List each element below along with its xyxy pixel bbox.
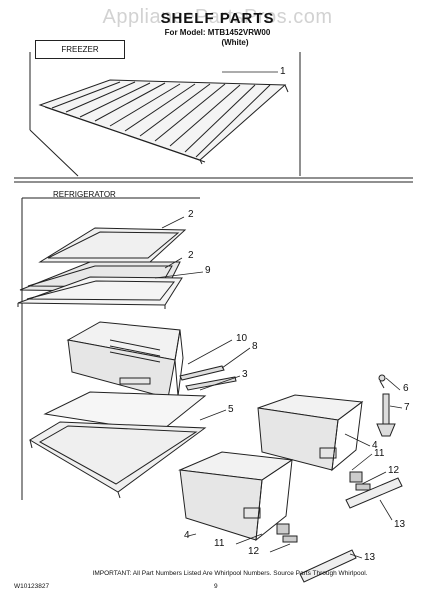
callout-2a: 2 bbox=[188, 209, 194, 220]
callout-10: 10 bbox=[236, 333, 248, 344]
refrigerator-section-label: REFRIGERATOR bbox=[53, 190, 116, 199]
callout-4a: 4 bbox=[372, 440, 378, 451]
callout-9: 9 bbox=[205, 265, 211, 276]
callout-12a: 12 bbox=[388, 465, 400, 476]
callout-leaders bbox=[154, 71, 403, 559]
callout-6: 6 bbox=[403, 383, 409, 394]
drawer-rods bbox=[299, 477, 403, 583]
freezer-divider bbox=[14, 177, 413, 183]
callout-3: 3 bbox=[242, 369, 248, 380]
crisper-cover-frame bbox=[29, 421, 207, 499]
page-title: SHELF PARTS bbox=[160, 10, 275, 27]
freezer-wire-shelf bbox=[38, 79, 289, 165]
callout-7: 7 bbox=[404, 402, 410, 413]
refrigerator-outline bbox=[21, 52, 301, 500]
callout-13b: 13 bbox=[364, 552, 376, 563]
crisper-drawer-upper bbox=[66, 321, 184, 399]
crisper-drawer-right bbox=[257, 394, 364, 472]
model-line: For Model: MTB1452VRW00 bbox=[164, 28, 271, 37]
freezer-section-label: FREEZER bbox=[35, 40, 125, 59]
crisper-drawer-left bbox=[178, 451, 294, 542]
callout-11a: 11 bbox=[374, 448, 385, 459]
trim-strips bbox=[179, 365, 237, 391]
glass-shelf-framed bbox=[17, 261, 183, 309]
page-number: 9 bbox=[214, 583, 218, 590]
callout-1: 1 bbox=[280, 66, 286, 77]
callout-2b: 2 bbox=[188, 250, 194, 261]
footer-note: IMPORTANT: All Part Numbers Listed Are W… bbox=[92, 570, 368, 577]
drawer-slide-parts bbox=[376, 374, 396, 437]
model-variant: (White) bbox=[221, 38, 249, 47]
callout-13a: 13 bbox=[394, 519, 406, 530]
callout-5: 5 bbox=[228, 404, 234, 415]
watermark: AppliancePartsPros.com bbox=[102, 6, 333, 28]
callout-8: 8 bbox=[252, 341, 258, 352]
callout-12b: 12 bbox=[248, 546, 260, 557]
glass-shelf-top bbox=[38, 227, 187, 263]
callout-11b: 11 bbox=[214, 538, 225, 549]
document-number: W10123827 bbox=[14, 583, 50, 590]
callout-4b: 4 bbox=[184, 530, 190, 541]
drawer-clips bbox=[276, 471, 371, 543]
